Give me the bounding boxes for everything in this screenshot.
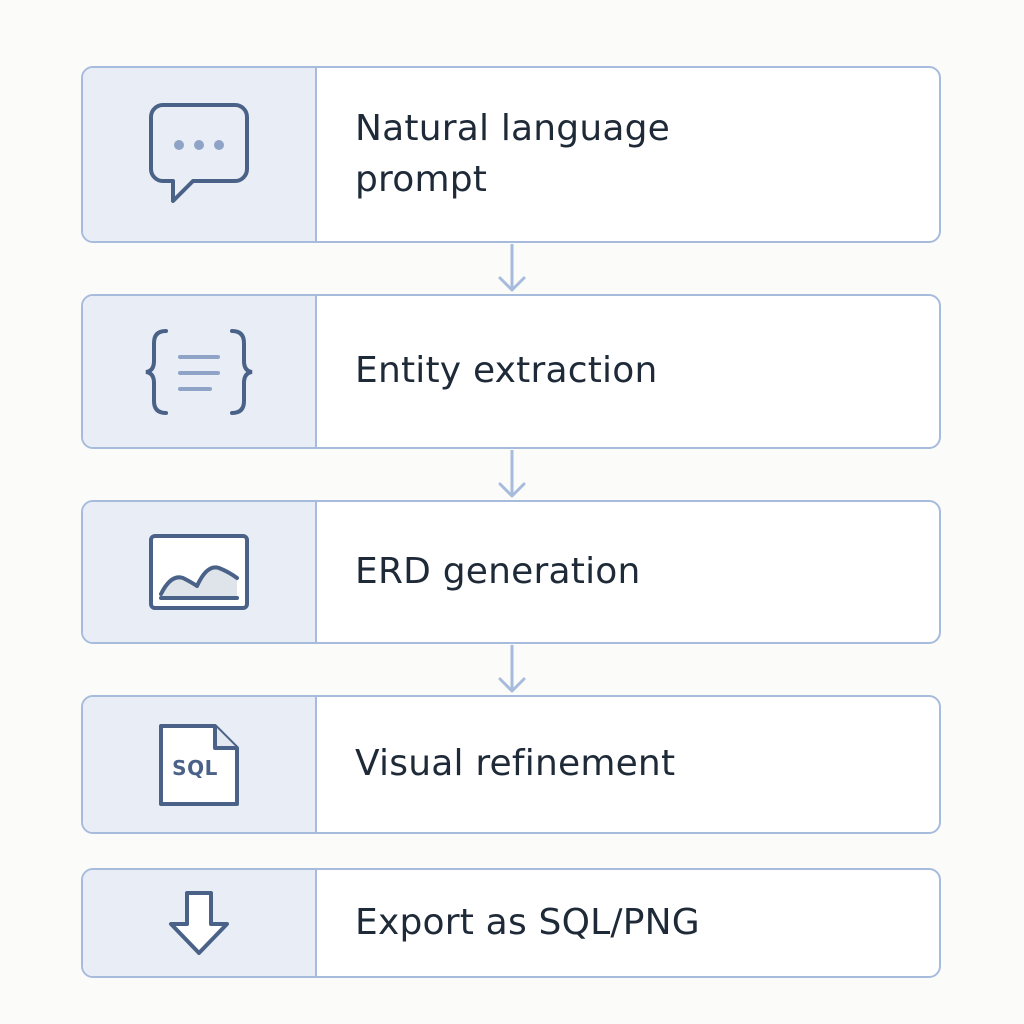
curly-braces-icon	[144, 327, 254, 417]
sql-file-icon: SQL	[157, 722, 241, 808]
step-label: Entity extraction	[355, 350, 658, 392]
step-label: Natural language prompt	[355, 108, 671, 200]
step-export: Export as SQL/PNG	[81, 868, 941, 978]
step-icon-cell: SQL	[83, 697, 317, 832]
step-icon-cell	[83, 870, 317, 976]
step-icon-cell	[83, 68, 317, 241]
step-icon-cell	[83, 502, 317, 642]
step-visual-refinement: SQL Visual refinement	[81, 695, 941, 834]
flow-arrow-down-icon	[492, 450, 532, 500]
step-entity-extraction: Entity extraction	[81, 294, 941, 449]
step-label: Visual refinement	[355, 743, 676, 785]
step-natural-language-prompt: Natural language prompt	[81, 66, 941, 243]
step-label: ERD generation	[355, 550, 641, 592]
flow-arrow-down-icon	[492, 244, 532, 294]
step-erd-generation: ERD generation	[81, 500, 941, 644]
flow-arrow-down-icon	[492, 645, 532, 695]
download-arrow-icon	[167, 890, 231, 956]
chat-bubble-icon	[149, 102, 249, 207]
step-label: Export as SQL/PNG	[355, 901, 700, 943]
image-chart-icon	[149, 534, 249, 610]
step-icon-cell	[83, 296, 317, 447]
sql-file-label: SQL	[172, 755, 218, 780]
